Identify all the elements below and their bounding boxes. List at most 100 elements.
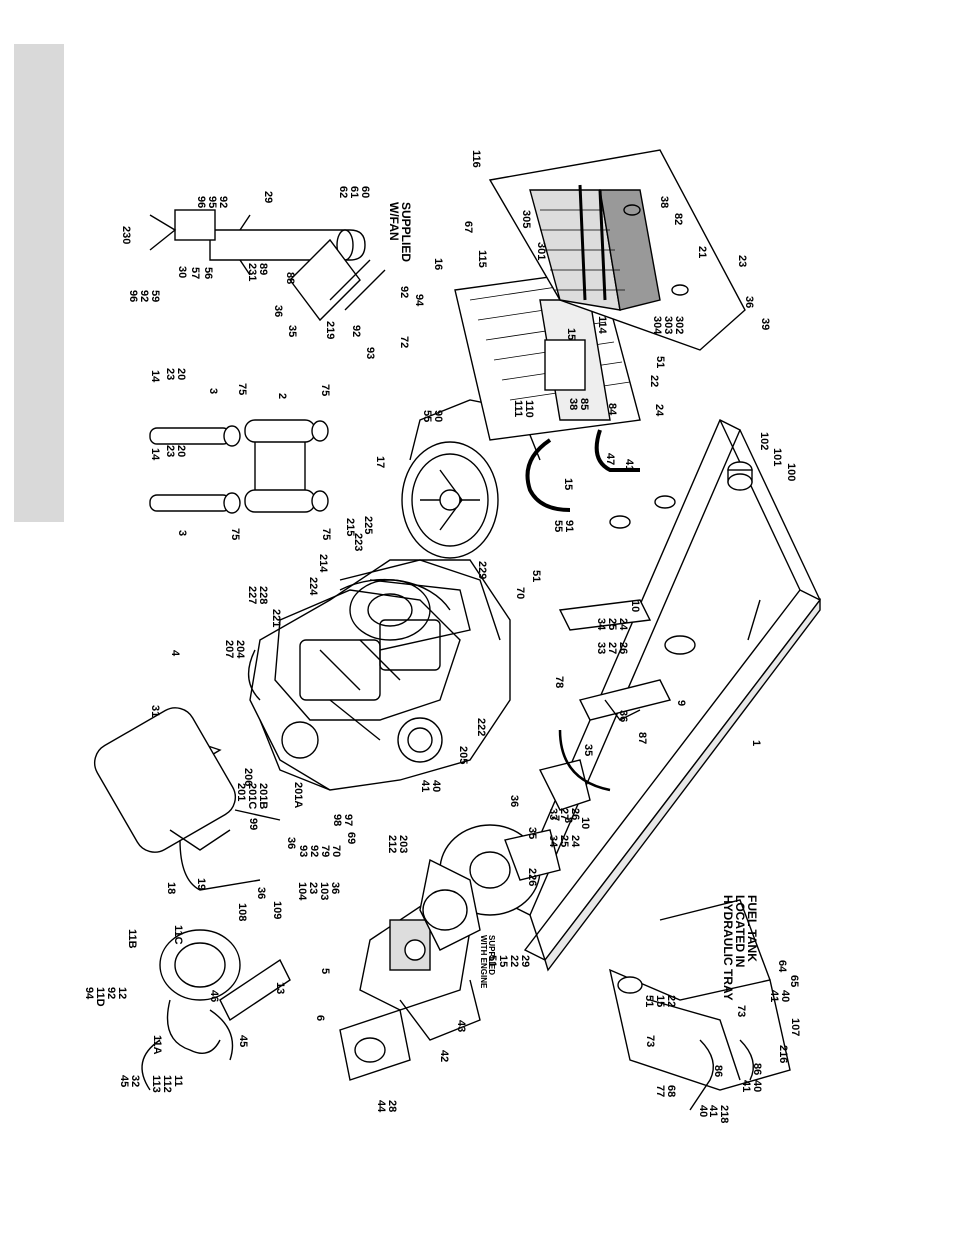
muffler [93,707,281,891]
callout-label: 11C [172,925,184,945]
callout-label: 64 [776,960,788,973]
callout-label: 40 41 [740,1080,763,1093]
mount-brackets [504,699,641,881]
callout-label: 31 [149,705,161,718]
callout-label: 203 212 [386,835,409,854]
callout-label: 114 [596,316,608,334]
callout-label: 29 [262,191,274,204]
callout-label: 115 [476,250,488,268]
fan-shroud [401,399,541,559]
callout-label: 40 41 [419,780,442,793]
callout-label: 87 [636,732,648,745]
callout-label: 18 [165,882,177,895]
callout-label: 228 227 [246,586,269,605]
callout-label: 15 [562,478,574,491]
callout-label: 42 [438,1050,450,1063]
callout-label: 36 [255,887,267,900]
callout-label: 204 207 [223,640,246,659]
callout-label: 3 [207,388,219,395]
callout-label: 216 [777,1045,789,1064]
callout-label: 78 [553,676,565,689]
callout-label: 36 [617,710,629,723]
callout-label: 1 [750,740,762,747]
callout-label: 90 55 [421,410,444,423]
page-side-tab [14,44,64,522]
callout-label: 46 [208,990,220,1003]
callout-label: 86 [712,1065,724,1078]
callout-label: 230 [120,226,132,245]
callout-label: 92 95 96 [195,196,229,209]
engine-block [247,559,511,791]
callout-label: 22 15 51 [643,995,677,1008]
callout-label: 224 [307,577,319,596]
callout-label: 6 [314,1015,326,1022]
callout-label: 91 55 [552,520,575,533]
callout-label: 24 [653,404,665,417]
callout-label: 36 [743,296,755,309]
callout-label: 94 [413,294,425,307]
fuel-tank-note: FUEL TANK LOCATED IN HYDRAULIC TRAY [721,895,759,1001]
callout-label: 75 [319,384,331,397]
callout-label: 72 [398,336,410,349]
callout-label: 29 22 15 51 [486,955,531,968]
callout-label: 108 [236,903,248,922]
callout-label: 222 [475,718,487,737]
callout-label: 19 [195,878,207,891]
callout-label: 89 231 [246,263,269,282]
callout-label: 215 [344,518,356,537]
callout-label: 84 [606,403,618,416]
callout-label: 101 [771,448,783,467]
callout-label: 110 111 [512,400,535,418]
callout-label: 92 [398,286,410,299]
callout-label: 107 [789,1018,801,1037]
callout-label: 73 [735,1005,747,1018]
callout-label: 102 [758,432,770,451]
callout-label: 225 [362,516,374,535]
supplied-with-fan-note: SUPPLIED W/FAN [387,202,413,263]
callout-label: 20 23 [164,445,187,458]
callout-label: 70 79 92 93 [297,845,342,858]
callout-label: 57 [189,267,201,280]
callout-label: 51 [654,356,666,369]
callout-label: 3 [176,530,188,537]
callout-label: 70 [514,587,526,600]
base-frame [509,419,822,972]
callout-label: 5 [319,968,331,975]
callout-label: 75 [236,383,248,396]
callout-label: 11B [126,929,138,949]
handle-assembly [149,209,386,322]
callout-label: 35 [582,744,594,757]
callout-label: 24 25 34 [547,835,581,848]
callout-label: 116 [470,150,482,168]
callout-label: 59 92 96 [127,290,161,303]
callout-label: 36 103 23 104 [296,882,341,901]
callout-label: 35 [526,827,538,840]
callout-label: 99 [247,818,259,831]
callout-label: 67 [462,221,474,234]
callout-label: 11A [151,1035,163,1055]
callout-label: 36 [508,795,520,808]
callout-label: 88 [284,272,296,285]
callout-label: 68 77 [654,1085,677,1098]
callout-label: 43 [455,1020,467,1033]
callout-label: 38 [658,196,670,209]
callout-label: 24 25 34 [595,618,629,631]
callout-label: 39 [759,318,771,331]
callout-label: 26 27 33 [547,808,581,821]
callout-label: 219 [324,321,336,340]
callout-label: 35 [286,325,298,338]
callout-label: 2 [276,393,288,400]
callout-label: 32 45 [118,1075,141,1088]
callout-label: 214 [317,554,329,573]
callout-label: 13 [274,982,286,995]
callout-label: 23 [736,255,748,268]
callout-label: 86 [751,1063,763,1076]
callout-label: 93 [364,347,376,360]
callout-label: 20 23 [164,368,187,381]
air-cleaner [141,929,291,1091]
callout-label: 12 92 11D 94 [83,987,128,1007]
callout-label: 40 41 [768,990,791,1003]
callout-label: 16 [432,258,444,271]
callout-label: 4 [169,650,181,657]
